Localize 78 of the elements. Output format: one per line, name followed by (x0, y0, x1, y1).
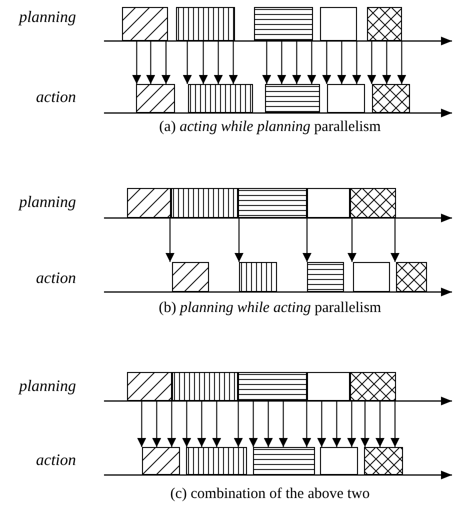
horizontal-striped-block (253, 447, 315, 475)
cross-hatched-block (367, 7, 402, 41)
plain-block (320, 447, 358, 475)
arrow (397, 40, 406, 84)
diagonal-hatched-block (142, 447, 180, 475)
arrow (367, 40, 376, 84)
arrow (390, 400, 400, 448)
cross-hatched-block (364, 447, 403, 475)
arrow (360, 400, 370, 448)
arrow (264, 400, 273, 448)
diagonal-hatched-block (127, 188, 171, 218)
plain-block (327, 84, 365, 113)
arrow (152, 400, 162, 448)
arrow (214, 40, 223, 84)
vertical-striped-block (186, 447, 247, 475)
figure-caption: (b) planning while acting parallelism (158, 301, 382, 316)
plain-block (353, 262, 390, 292)
arrow (277, 40, 286, 84)
axis-label: action (36, 453, 76, 469)
horizontal-striped-block (254, 7, 313, 41)
arrow (182, 40, 192, 84)
horizontal-striped-block (238, 372, 307, 401)
arrow (234, 400, 243, 448)
axis-label: planning (19, 379, 76, 395)
arrow (337, 40, 346, 84)
diagonal-hatched-block (172, 262, 209, 292)
arrow (390, 218, 400, 262)
arrow (347, 400, 356, 448)
arrow (382, 40, 392, 84)
arrow (317, 400, 326, 448)
arrow (348, 218, 356, 262)
arrow (198, 40, 208, 84)
arrow (132, 40, 142, 84)
plain-block (307, 372, 350, 401)
vertical-striped-block (171, 188, 238, 218)
arrow (162, 40, 170, 84)
arrow (292, 40, 302, 84)
figure-caption: (a) acting while planning parallelism (159, 120, 381, 135)
arrow (166, 218, 174, 262)
arrow (352, 40, 362, 84)
arrow (322, 40, 332, 84)
arrow (137, 400, 146, 448)
cross-hatched-block (350, 372, 396, 401)
arrow (248, 400, 258, 448)
arrow (278, 400, 288, 448)
arrow (228, 40, 238, 84)
arrow (302, 218, 312, 262)
horizontal-striped-block (238, 188, 307, 218)
arrow (182, 400, 192, 448)
vertical-striped-block (172, 372, 238, 401)
diagonal-hatched-block (122, 7, 168, 41)
arrow (197, 400, 206, 448)
horizontal-striped-block (307, 262, 344, 292)
plain-block (320, 7, 357, 41)
cross-hatched-block (396, 262, 427, 292)
arrow (234, 218, 244, 262)
diagonal-hatched-block (136, 84, 175, 113)
arrow (146, 40, 156, 84)
vertical-striped-block (239, 262, 277, 292)
axis-label: action (36, 271, 76, 287)
plain-block (307, 188, 350, 218)
arrow (302, 400, 312, 448)
diagonal-hatched-block (127, 372, 172, 401)
arrow (332, 400, 342, 448)
axis-label: action (36, 90, 76, 106)
arrow (307, 40, 316, 84)
figure-caption: (c) combination of the above two (170, 487, 370, 502)
axis-label: planning (19, 195, 76, 211)
axis-label: planning (19, 10, 76, 26)
arrow (167, 400, 176, 448)
horizontal-striped-block (265, 84, 320, 113)
arrow (376, 400, 384, 448)
cross-hatched-block (372, 84, 410, 113)
vertical-striped-block (176, 7, 235, 41)
cross-hatched-block (350, 188, 396, 218)
arrow (212, 400, 222, 448)
arrow (262, 40, 272, 84)
vertical-striped-block (188, 84, 253, 113)
